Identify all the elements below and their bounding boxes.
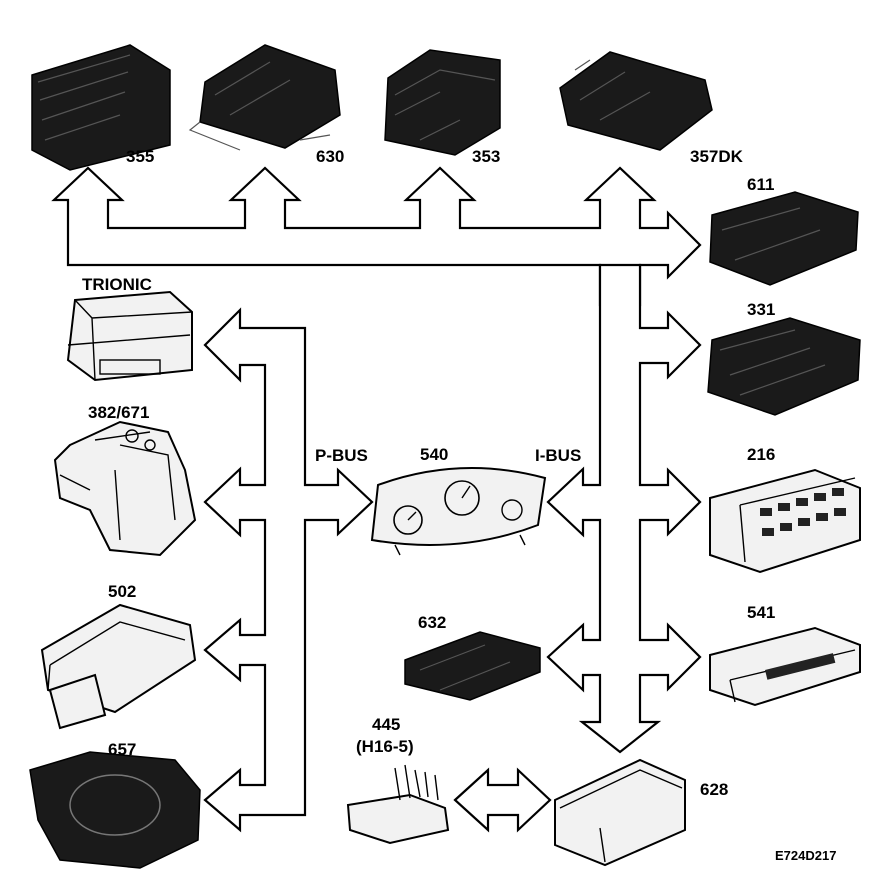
module-632-image (404, 631, 541, 701)
module-382-671-image (53, 420, 197, 557)
module-541-image (709, 626, 861, 707)
module-445-image (346, 764, 450, 845)
module-357dk-image (559, 51, 713, 151)
p-bus-trunk (203, 307, 374, 833)
label-331: 331 (747, 300, 775, 319)
module-628-image (554, 758, 686, 867)
label-630: 630 (316, 147, 344, 166)
label-445: 445 (372, 715, 400, 734)
module-355-image (31, 44, 171, 171)
label-i-bus: I-BUS (535, 446, 581, 465)
module-353-image (384, 49, 501, 156)
top-bus-network (51, 166, 702, 307)
label-541: 541 (747, 603, 775, 622)
figure-code: E724D217 (775, 848, 836, 863)
module-540-image (370, 467, 547, 556)
label-p-bus: P-BUS (315, 446, 368, 465)
label-628: 628 (700, 780, 728, 799)
label-216: 216 (747, 445, 775, 464)
label-382-671: 382/671 (88, 403, 149, 422)
label-353: 353 (472, 147, 500, 166)
label-502: 502 (108, 582, 136, 601)
module-630-image (188, 44, 341, 151)
label-611: 611 (747, 175, 774, 194)
module-trionic-image (66, 290, 193, 382)
module-331-image (707, 317, 861, 416)
diagnostic-link-arrow (453, 767, 552, 833)
module-657-image (29, 751, 201, 869)
label-632: 632 (418, 613, 446, 632)
label-657: 657 (108, 740, 136, 759)
module-611-image (709, 191, 859, 286)
label-540: 540 (420, 445, 448, 464)
label-trionic: TRIONIC (82, 275, 152, 294)
module-216-image (709, 468, 861, 574)
label-445-sub: (H16-5) (356, 737, 414, 756)
label-357dk: 357DK (690, 147, 744, 166)
i-bus-trunk (546, 263, 702, 754)
label-355: 355 (126, 147, 154, 166)
module-502-image (40, 603, 197, 730)
